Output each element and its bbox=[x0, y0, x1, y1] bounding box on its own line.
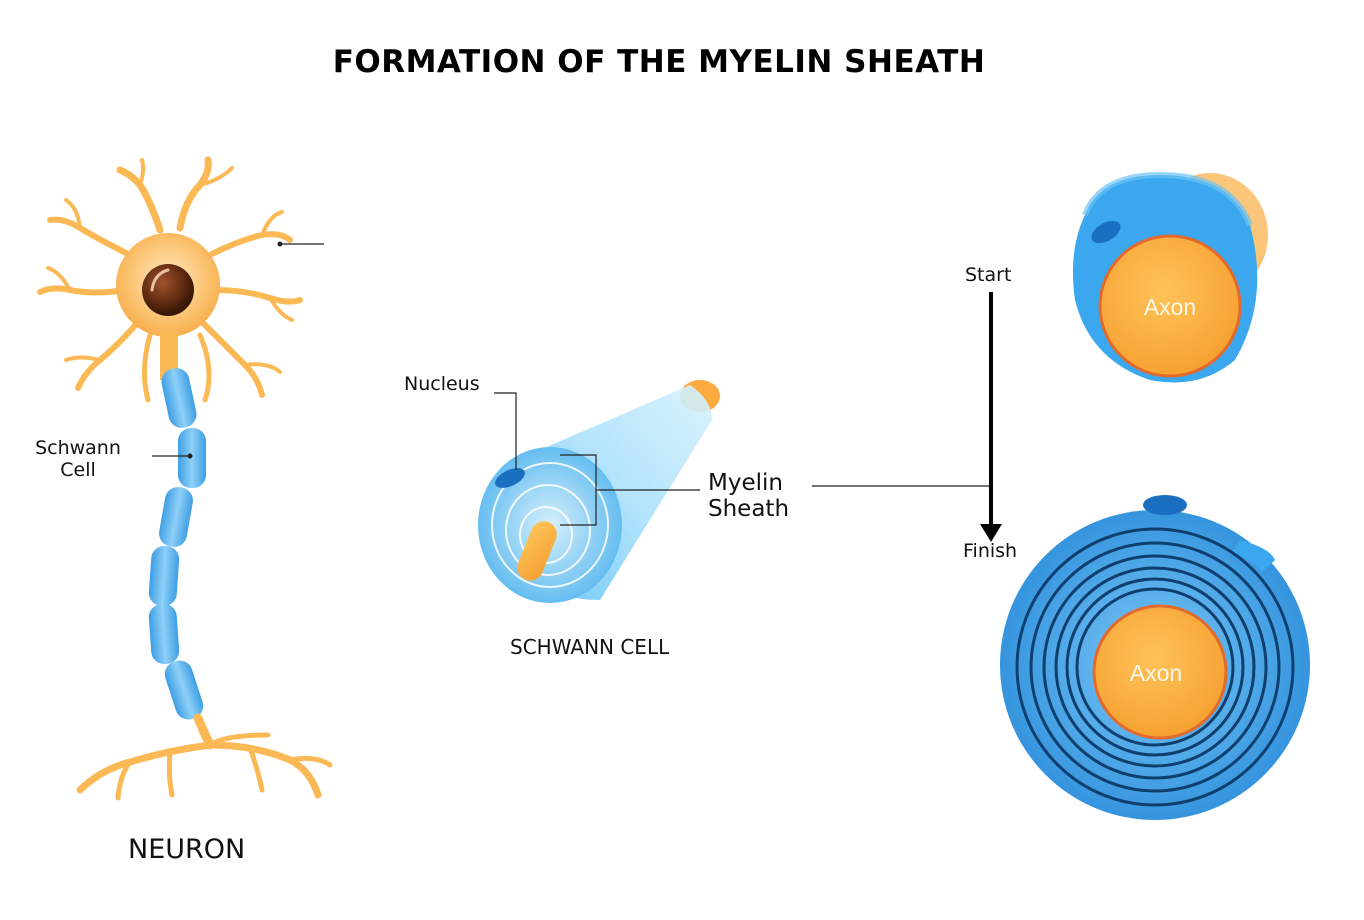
page-title: FORMATION OF THE MYELIN SHEATH bbox=[332, 44, 986, 80]
nucleus-start bbox=[1091, 220, 1121, 244]
axon-terminals bbox=[76, 713, 333, 801]
schwann-segment bbox=[161, 368, 197, 428]
schwann-segment bbox=[148, 603, 180, 665]
finish-cross-section bbox=[1000, 495, 1310, 820]
schwann-segment bbox=[148, 545, 180, 607]
schwann-nucleus bbox=[495, 468, 525, 488]
myelin-label-line2: Sheath bbox=[708, 496, 790, 523]
myelin-segments bbox=[148, 368, 206, 720]
axon-rod bbox=[517, 521, 557, 581]
axon-label-bottom: Axon bbox=[1129, 660, 1183, 686]
schwann-label: Schwann Cell bbox=[32, 437, 124, 482]
nucleus-finish bbox=[1143, 495, 1187, 515]
neuron-caption: NEURON bbox=[128, 834, 246, 865]
schwann-segment bbox=[178, 428, 206, 488]
axon-finish bbox=[1092, 604, 1228, 740]
finish-label: Finish bbox=[963, 540, 1018, 562]
nucleus-label: Nucleus bbox=[404, 373, 480, 395]
schwann-label-line2: Cell bbox=[60, 458, 96, 481]
pointer-dot bbox=[187, 453, 193, 459]
myelin-sheath-label: Myelin Sheath bbox=[708, 470, 789, 523]
start-cross-section bbox=[1072, 171, 1268, 383]
myelin-label-line1: Myelin bbox=[708, 470, 783, 496]
pointer-dot bbox=[277, 241, 283, 247]
schwann-segment bbox=[159, 487, 193, 547]
schwann-cell-illustration bbox=[478, 380, 990, 603]
axon-start bbox=[1098, 234, 1242, 378]
nucleus-pointer-line bbox=[494, 392, 517, 470]
neuron bbox=[37, 156, 333, 801]
start-label: Start bbox=[965, 264, 1012, 286]
process-arrow bbox=[980, 292, 1002, 542]
schwann-cell-caption: SCHWANN CELL bbox=[510, 635, 670, 659]
schwann-label-line1: Schwann bbox=[35, 437, 121, 459]
schwann-segment bbox=[164, 660, 204, 720]
axon-label-top: Axon bbox=[1143, 294, 1197, 320]
dendrites bbox=[37, 156, 303, 403]
neuron-nucleus bbox=[142, 264, 194, 316]
